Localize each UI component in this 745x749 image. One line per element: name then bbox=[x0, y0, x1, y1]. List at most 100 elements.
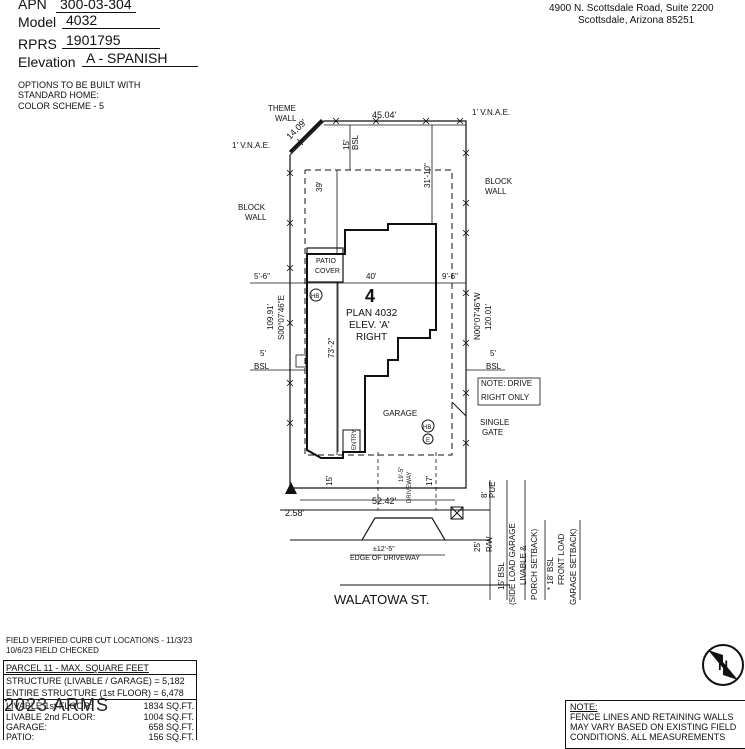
area-row-2-value: 1004 SQ.FT. bbox=[143, 712, 194, 722]
parcel-row-1-label: STRUCTURE (LIVABLE / GARAGE) bbox=[6, 676, 152, 686]
bottom-note: NOTE: FENCE LINES AND RETAINING WALLS MA… bbox=[565, 700, 745, 749]
parcel-row-2-label: ENTIRE STRUCTURE (1st FLOOR) bbox=[6, 688, 152, 698]
model-label: Model bbox=[18, 14, 57, 30]
lot-number: 4 bbox=[365, 286, 375, 306]
vnae-left: 1' V.N.A.E. bbox=[232, 141, 270, 150]
patio-2: COVER bbox=[315, 268, 340, 275]
options-note-3: COLOR SCHEME - 5 bbox=[18, 101, 105, 111]
parcel-row-2: ENTIRE STRUCTURE (1st FLOOR) = 6,478 bbox=[4, 687, 196, 700]
dim-left-bearing: S00°07'46"E bbox=[277, 295, 286, 340]
block-wall-left-1: BLOCK bbox=[238, 203, 266, 212]
area-row-4-value: 156 SQ.FT. bbox=[148, 732, 194, 742]
address-line-1: 4900 N. Scottsdale Road, Suite 2200 bbox=[549, 3, 714, 14]
dim-depth: 73'-2" bbox=[327, 337, 336, 358]
bottom-note-line-3: CONDITIONS. ALL MEASUREMENTS bbox=[570, 732, 726, 742]
dim-right-bearing: N00°07'46"W bbox=[473, 292, 482, 340]
area-row-3: GARAGE: 658 SQ.FT. bbox=[4, 722, 196, 732]
bottom-note-title: NOTE: bbox=[570, 702, 598, 712]
bsl-left: BSL bbox=[254, 362, 270, 371]
dim-left-line: 109.91' bbox=[266, 304, 275, 330]
area-row-1-label: LIVABLE 1st FLOOR: bbox=[6, 701, 93, 711]
dim-width-40: 40' bbox=[366, 272, 377, 281]
patio-cover bbox=[306, 247, 344, 283]
wall-marks bbox=[286, 117, 470, 447]
block-wall-right-2: WALL bbox=[485, 187, 507, 196]
edge-of-driveway: EDGE OF DRIVEWAY bbox=[350, 555, 420, 562]
elevation-label: Elevation bbox=[18, 54, 76, 70]
field-note-1: FIELD VERIFIED CURB CUT LOCATIONS - 11/3… bbox=[6, 636, 193, 645]
dim-rear-31: 31'-10" bbox=[423, 163, 432, 188]
note-drive-2: RIGHT ONLY bbox=[481, 393, 530, 402]
apn-label: APN bbox=[18, 0, 47, 12]
bottom-note-line-2: MAY VARY BASED ON EXISTING FIELD bbox=[570, 722, 737, 732]
options-note-2: STANDARD HOME: bbox=[18, 90, 99, 100]
area-row-3-value: 658 SQ.FT. bbox=[148, 722, 194, 732]
entry-label: ENTRY bbox=[352, 430, 358, 450]
area-row-1-value: 1834 SQ.FT. bbox=[143, 701, 194, 711]
north-arrow-icon bbox=[702, 644, 744, 686]
north-label: N bbox=[718, 657, 728, 673]
side-setback-1: 15' BSL bbox=[497, 562, 506, 590]
block-wall-left-2: WALL bbox=[245, 213, 267, 222]
dim-drive-19: 19'-5" bbox=[399, 467, 405, 482]
dim-front-17: 17' bbox=[425, 475, 434, 486]
street-name: WALATOWA ST. bbox=[334, 592, 429, 607]
options-note-1: OPTIONS TO BE BUILT WITH bbox=[18, 80, 141, 90]
parcel-title: PARCEL 11 - MAX. SQUARE FEET bbox=[4, 661, 196, 675]
watermark: 2023 ARMS bbox=[4, 695, 110, 715]
rprs-value: 1901795 bbox=[62, 32, 160, 49]
area-row-4: PATIO:156 SQ.FT. bbox=[4, 732, 196, 742]
dim-front-258: 2.58' bbox=[285, 508, 305, 518]
area-row-2-label: LIVABLE 2nd FLOOR: bbox=[6, 712, 96, 722]
dim-right-side: 9'-6" bbox=[442, 272, 458, 281]
entry-box bbox=[342, 429, 361, 453]
area-row-1: LIVABLE 1st FLOOR: 1834 SQ.FT. bbox=[4, 700, 196, 712]
driveway-label: DRIVEWAY bbox=[407, 472, 413, 503]
theme-wall-1: THEME bbox=[268, 104, 296, 113]
property-line bbox=[289, 120, 467, 489]
field-note-2: 10/6/23 FIELD CHECKED bbox=[6, 646, 99, 655]
patio-1: PATIO bbox=[316, 258, 337, 265]
area-row-2: LIVABLE 2nd FLOOR: 1004 SQ.FT. bbox=[4, 712, 196, 722]
dim-left-side: 5'-6" bbox=[254, 272, 270, 281]
front-setback-1: * 18' BSL bbox=[546, 556, 555, 590]
dim-front-15: 15' bbox=[325, 475, 334, 486]
parcel-row-1: STRUCTURE (LIVABLE / GARAGE) = 5,182 bbox=[4, 675, 196, 687]
single-gate-1: SINGLE bbox=[480, 418, 509, 427]
e-label: E bbox=[426, 438, 430, 444]
bsl-right: BSL bbox=[486, 362, 502, 371]
parcel-table: PARCEL 11 - MAX. SQUARE FEET STRUCTURE (… bbox=[3, 660, 197, 742]
dim-rear-39: 39' bbox=[315, 181, 324, 192]
vnae-right: 1' V.N.A.E. bbox=[472, 108, 510, 117]
note-drive-1: NOTE: DRIVE bbox=[481, 379, 532, 388]
apn-value: 300-03-304 bbox=[56, 0, 136, 13]
address-line-2: Scottsdale, Arizona 85251 bbox=[578, 15, 695, 26]
single-gate-2: GATE bbox=[482, 428, 503, 437]
dim-pue-8: 8' bbox=[480, 492, 489, 498]
dim-drive-width: ±12'-5" bbox=[373, 546, 395, 553]
dim-rear-15: 15' bbox=[342, 139, 351, 150]
plan-label: PLAN 4032 bbox=[346, 308, 398, 319]
orientation-label: RIGHT bbox=[356, 332, 387, 343]
parcel-row-1-value: = 5,182 bbox=[154, 676, 185, 686]
side-setback-4: PORCH SETBACK) bbox=[530, 529, 539, 600]
hb-left: HB bbox=[311, 294, 319, 300]
pue-label: PUE bbox=[488, 482, 497, 498]
dim-width-52: 52.42' bbox=[372, 496, 397, 506]
theme-wall-2: WALL bbox=[275, 114, 297, 123]
dim-rear-bsl: BSL bbox=[351, 134, 360, 150]
garage-label: GARAGE bbox=[383, 409, 417, 418]
bottom-note-line-1: FENCE LINES AND RETAINING WALLS bbox=[570, 712, 734, 722]
elev-label: ELEV. 'A' bbox=[349, 320, 390, 331]
side-setback-2: (SIDE LOAD GARAGE bbox=[508, 523, 517, 605]
front-setback-2: FRONT LOAD bbox=[557, 533, 566, 585]
block-wall-right-1: BLOCK bbox=[485, 177, 513, 186]
setback-line bbox=[304, 169, 453, 456]
dim-right-line: 120.01' bbox=[484, 304, 493, 330]
rprs-label: RPRS bbox=[18, 36, 57, 52]
elevation-value: A - SPANISH bbox=[82, 50, 198, 67]
area-row-3-label: GARAGE: bbox=[6, 722, 48, 732]
side-setback-3: LIVABLE & bbox=[519, 545, 528, 585]
dim-left-5: 5' bbox=[260, 349, 266, 358]
